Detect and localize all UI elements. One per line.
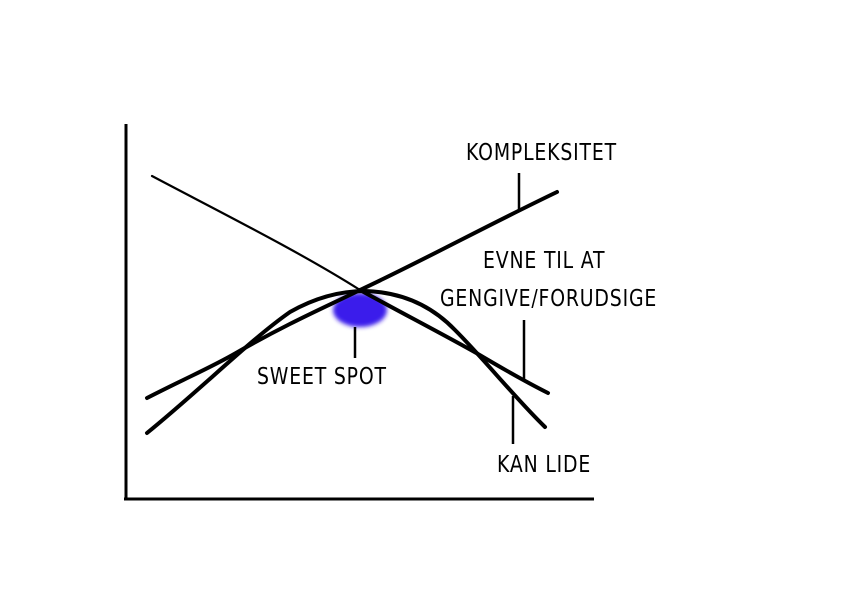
kompleksitet-curve: [145, 190, 559, 400]
kan-lide-curve: [145, 289, 547, 435]
evne-label-line1: EVNE TIL AT: [483, 248, 606, 274]
sweet-spot-label: SWEET SPOT: [257, 364, 387, 390]
sweet-spot-marker: [333, 293, 387, 327]
kan-lide-label: KAN LIDE: [497, 452, 592, 478]
evne-curve: [150, 174, 362, 292]
evne-label-line2: GENGIVE/FORUDSIGE: [440, 286, 658, 312]
kompleksitet-label: KOMPLEKSITET: [466, 140, 617, 166]
